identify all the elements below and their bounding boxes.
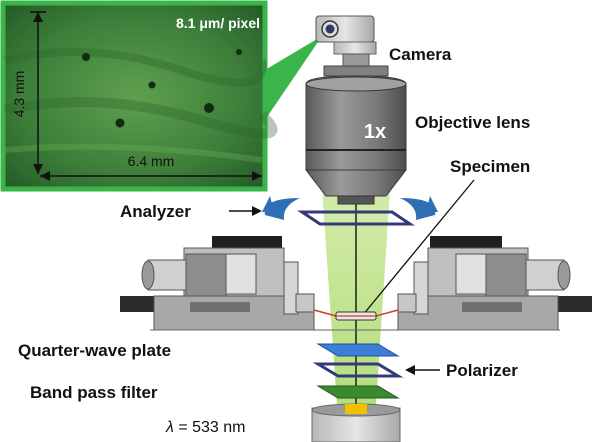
pore-mark [82, 53, 90, 61]
pore-mark [148, 81, 156, 89]
rotation-arrow-right-icon [400, 198, 436, 220]
specimen-pointer-line [361, 179, 475, 317]
light-source [311, 403, 401, 442]
rotation-arrow-left-icon [264, 198, 300, 220]
inset-scale-label: 8.1 μm/ pixel [176, 15, 260, 31]
pore-mark [236, 49, 242, 55]
band-pass-filter-label: Band pass filter [30, 383, 158, 402]
objective-lens-label: Objective lens [415, 113, 530, 132]
band-pass-filter [316, 385, 400, 399]
analyzer-label: Analyzer [120, 202, 191, 221]
objective-lens: 1x [304, 65, 408, 205]
polarizer-label: Polarizer [446, 361, 518, 380]
inset-height-label: 4.3 mm [11, 71, 27, 118]
polarizer [312, 362, 404, 378]
lambda-symbol: λ [165, 419, 174, 436]
pore-mark [204, 103, 214, 113]
inset-callout-pointer [265, 36, 322, 120]
analyzer-plate [297, 210, 415, 226]
camera [315, 15, 377, 67]
micrograph-inset: 8.1 μm/ pixel 4.3 mm 6.4 mm [0, 0, 322, 192]
translation-stage-left [120, 236, 337, 331]
analyzer [262, 196, 438, 226]
camera-label: Camera [389, 45, 452, 64]
specimen [335, 311, 377, 321]
quarter-wave-plate [316, 343, 400, 357]
inset-width-label: 6.4 mm [128, 153, 175, 169]
wavelength-value: = 533 nm [174, 419, 246, 436]
wavelength-label: λ = 533 nm [165, 419, 245, 436]
left-arrow-icon [405, 365, 415, 375]
left-arrow-icon [252, 206, 262, 216]
translation-stage-right [375, 236, 592, 331]
magnification-label: 1x [364, 121, 386, 143]
quarter-wave-plate-label: Quarter-wave plate [18, 341, 171, 360]
pore-mark [115, 118, 125, 128]
micrograph-image [0, 0, 268, 192]
specimen-label: Specimen [450, 157, 530, 176]
